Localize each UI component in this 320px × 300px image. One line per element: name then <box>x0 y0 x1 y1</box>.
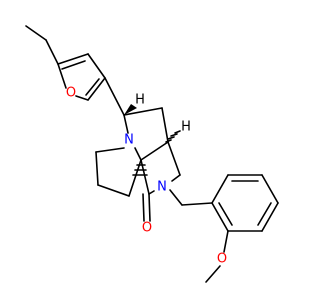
methoxy-group <box>205 230 229 283</box>
bond-c3-n <box>171 174 181 182</box>
bond-c4-c5 <box>123 107 163 116</box>
lactam-nitrogen-label: N <box>157 180 167 195</box>
bond-n-c1 <box>148 190 155 195</box>
benzene-double-bond <box>257 202 272 226</box>
bond-furan-c4 <box>104 77 125 116</box>
bond-ethyl-ch3 <box>25 25 47 41</box>
benzene-bond <box>211 174 229 204</box>
stereo-hash-c8a <box>132 164 148 176</box>
pyrrolidine-nitrogen-label: N <box>124 133 134 148</box>
bond-aryl-o <box>223 230 229 253</box>
benzene-double-bond <box>218 202 233 226</box>
furan-bond <box>57 63 67 89</box>
furan-bond <box>87 77 106 101</box>
bond-c7-c8 <box>97 184 130 197</box>
bond-c8a-c3a <box>140 141 169 161</box>
benzene-bond <box>261 202 279 232</box>
furan-ring <box>57 53 106 101</box>
bond-c8-c8a <box>128 159 142 197</box>
molecule-drawing: O N N O O H H <box>25 25 279 283</box>
stereo-hydrogen-c4-label: H <box>135 93 145 108</box>
molecule-structure: O N N O O H H <box>25 25 279 283</box>
bond-n-c6 <box>95 147 125 153</box>
furan-oxygen-label: O <box>66 86 76 101</box>
bond-c8a-n <box>134 147 142 161</box>
bond-ch2-aryl <box>181 202 213 206</box>
benzene-bond <box>261 174 279 204</box>
tricyclic-core <box>95 107 181 222</box>
furan-bond <box>87 53 106 79</box>
bond-ethyl-ch2 <box>45 39 59 65</box>
benzene-ring <box>211 174 279 232</box>
furan-bond <box>57 53 89 65</box>
bond-c4-n <box>123 114 129 134</box>
furan-double-bond <box>61 60 86 70</box>
bond-o-ch3 <box>205 265 221 283</box>
bond-c6-c7 <box>95 151 99 186</box>
stereo-hydrogen-c3a-label: H <box>181 120 191 135</box>
stereo-hash-c3a <box>165 130 181 143</box>
furan-bond <box>75 95 89 101</box>
methoxy-oxygen-label: O <box>217 252 227 267</box>
ethyl-group <box>25 25 59 65</box>
benzene-bond <box>211 202 229 232</box>
carbonyl-oxygen-label: O <box>142 221 152 236</box>
benzyl-group <box>169 189 213 206</box>
bond-c5-c3a <box>161 107 169 143</box>
stereo-wedge-c4 <box>124 104 137 115</box>
bond-c3a-c3 <box>167 141 181 176</box>
furan-double-bond <box>85 78 100 96</box>
bond-carbonyl-double <box>142 193 145 222</box>
bond-n-ch2 <box>169 189 183 206</box>
bond-carbonyl <box>148 193 151 222</box>
